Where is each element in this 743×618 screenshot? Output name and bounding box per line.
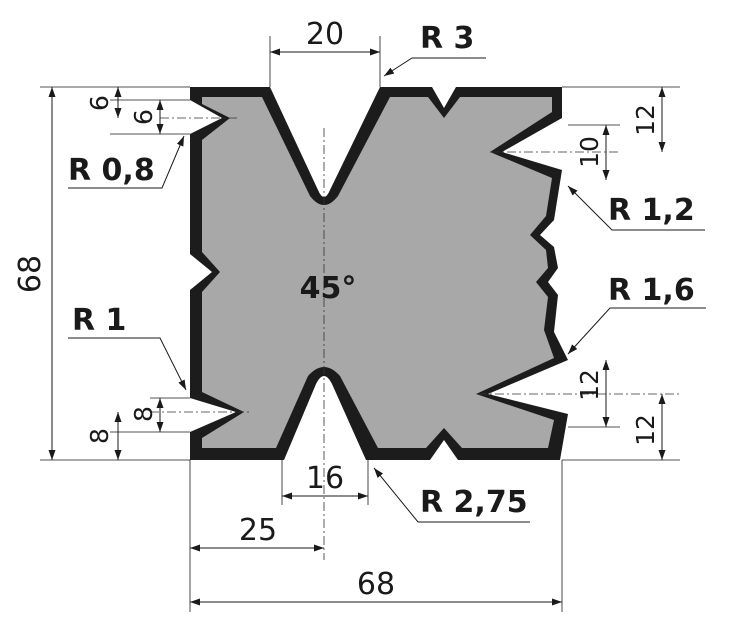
label-center-offset: 25 xyxy=(239,513,277,548)
leader-r16 xyxy=(567,307,706,355)
label-right-top-12: 12 xyxy=(631,104,660,136)
label-right-lower-12a: 12 xyxy=(575,369,604,401)
leader-r1 xyxy=(68,337,187,391)
die-body xyxy=(202,97,554,448)
label-overall-height: 68 xyxy=(13,255,48,293)
leader-r3 xyxy=(383,57,486,77)
label-r08: R 0,8 xyxy=(68,153,155,188)
label-left-lower-8a: 8 xyxy=(129,406,158,422)
label-right-lower-12b: 12 xyxy=(631,414,660,446)
leader-r08 xyxy=(68,135,185,189)
label-angle: 45° xyxy=(300,271,357,306)
label-r16: R 1,6 xyxy=(608,273,695,308)
label-r12: R 1,2 xyxy=(608,193,695,228)
label-r1: R 1 xyxy=(72,303,126,338)
label-overall-width: 68 xyxy=(357,567,395,602)
label-right-groove-10: 10 xyxy=(575,136,604,168)
label-bottom-opening: 16 xyxy=(306,461,344,496)
label-left-lower-8b: 8 xyxy=(85,428,114,444)
label-top-left-6a: 6 xyxy=(85,95,114,111)
label-r275: R 2,75 xyxy=(420,485,528,520)
leader-r12 xyxy=(567,185,705,231)
leader-r275 xyxy=(373,467,530,523)
label-top-opening: 20 xyxy=(306,17,344,52)
label-r3: R 3 xyxy=(420,21,474,56)
label-top-left-6b: 6 xyxy=(129,109,158,125)
